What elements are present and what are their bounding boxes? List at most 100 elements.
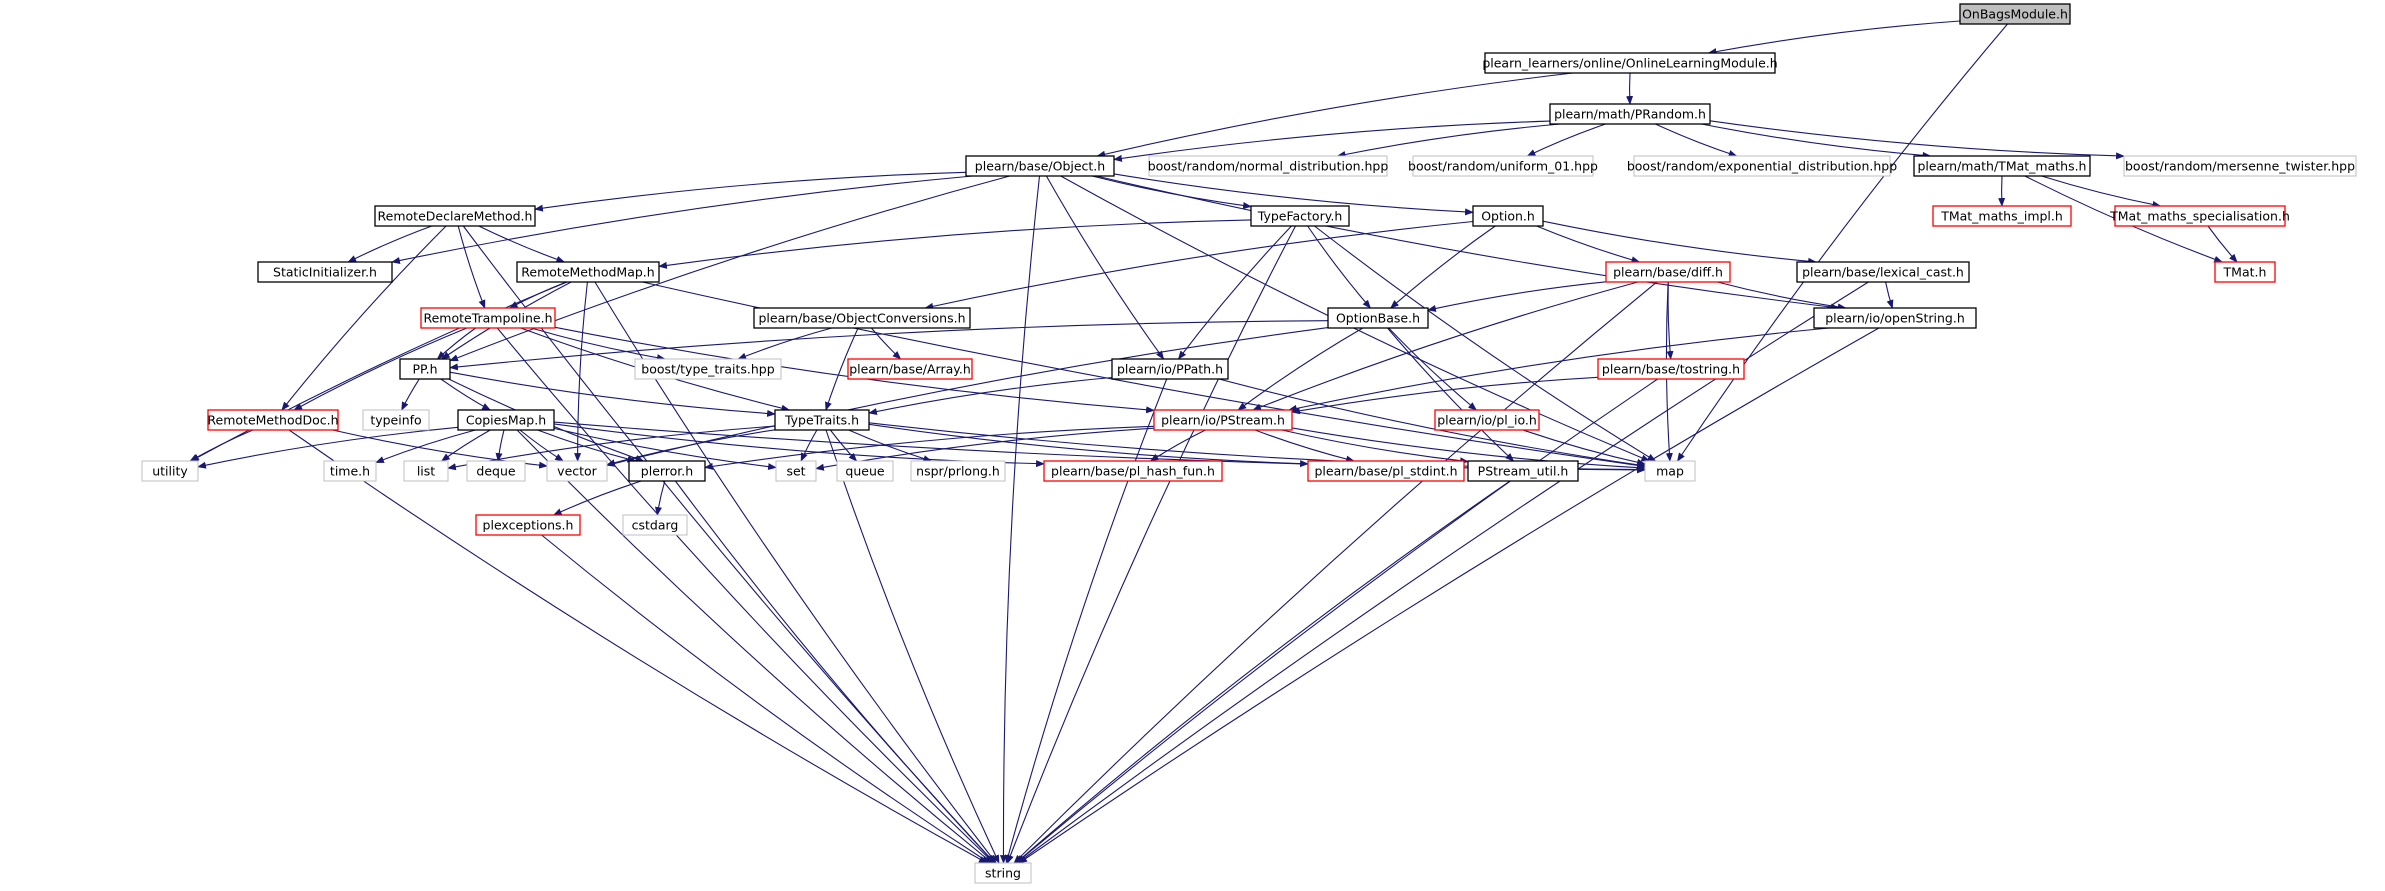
node-onbags[interactable]: OnBagsModule.h [1959, 3, 2071, 25]
node-staticinit[interactable]: StaticInitializer.h [257, 261, 393, 283]
node-prlong[interactable]: nspr/prlong.h [910, 460, 1006, 482]
node-box [1111, 358, 1229, 380]
node-copiesmap[interactable]: CopiesMap.h [457, 409, 555, 431]
node-typetraits[interactable]: TypeTraits.h [774, 409, 870, 431]
node-rdm[interactable]: RemoteDeclareMethod.h [374, 205, 536, 227]
node-map[interactable]: map [1644, 460, 1696, 482]
node-exp_dist[interactable]: boost/random/exponential_distribution.hp… [1627, 155, 1897, 177]
edge-copiesmap-to-utility [197, 426, 459, 469]
node-array[interactable]: plearn/base/Array.h [847, 358, 973, 380]
node-ppath[interactable]: plearn/io/PPath.h [1111, 358, 1229, 380]
node-pstream[interactable]: plearn/io/PStream.h [1153, 409, 1293, 431]
node-label: cstdarg [632, 518, 679, 533]
node-box [1813, 307, 1977, 329]
edge-pstream-to-stdint [1254, 429, 1355, 463]
node-option[interactable]: Option.h [1472, 205, 1544, 227]
node-label: PStream_util.h [1478, 464, 1569, 479]
node-time[interactable]: time.h [323, 460, 377, 482]
node-tmat_impl[interactable]: TMat_maths_impl.h [1932, 205, 2072, 227]
node-box [628, 460, 706, 482]
node-tmat_spec[interactable]: TMat_maths_specialisation.h [2109, 205, 2290, 227]
node-typetraits_hpp[interactable]: boost/type_traits.hpp [634, 358, 782, 380]
node-typefactory[interactable]: TypeFactory.h [1250, 205, 1350, 227]
node-mersenne[interactable]: boost/random/mersenne_twister.hpp [2123, 155, 2357, 177]
edge-tmat_maths-to-tmat_spec [2041, 175, 2162, 208]
node-utility[interactable]: utility [141, 460, 199, 482]
node-label: boost/random/mersenne_twister.hpp [2125, 159, 2355, 174]
node-label: nspr/prlong.h [916, 464, 1000, 479]
edge-pstreamutil-to-string [1015, 480, 1511, 864]
node-objconv[interactable]: plearn/base/ObjectConversions.h [753, 307, 971, 329]
node-queue[interactable]: queue [836, 460, 894, 482]
edge-option-to-optionbase [1390, 225, 1496, 309]
node-plerror[interactable]: plerror.h [628, 460, 706, 482]
node-diff[interactable]: plearn/base/diff.h [1605, 261, 1731, 283]
edge-optionbase-to-pstream [1237, 327, 1364, 411]
node-label: plearn/math/TMat_maths.h [1918, 159, 2087, 174]
node-cstdarg[interactable]: cstdarg [622, 514, 688, 536]
node-pp[interactable]: PP.h [399, 358, 451, 380]
node-box [1327, 307, 1429, 329]
node-typeinfo[interactable]: typeinfo [362, 409, 430, 431]
edge-plerror-to-plexceptions [552, 480, 642, 516]
node-label: TypeTraits.h [784, 413, 859, 428]
edge-object-to-option [1113, 173, 1474, 216]
node-normal_dist[interactable]: boost/random/normal_distribution.hpp [1148, 155, 1389, 177]
node-box [399, 358, 451, 380]
node-box [1153, 409, 1293, 431]
node-label: deque [476, 464, 515, 479]
edge-typefactory-to-rmm [658, 219, 1252, 269]
edge-typefactory-to-ppath [1177, 225, 1292, 360]
node-pstreamutil[interactable]: PStream_util.h [1467, 460, 1579, 482]
node-box [774, 409, 870, 431]
node-olm[interactable]: plearn_learners/online/OnlineLearningMod… [1482, 52, 1778, 74]
edge-openstring-to-string [1018, 327, 1880, 864]
node-plexceptions[interactable]: plexceptions.h [475, 514, 581, 536]
node-optionbase[interactable]: OptionBase.h [1327, 307, 1429, 329]
node-tmat[interactable]: TMat.h [2214, 261, 2276, 283]
node-label: plerror.h [641, 464, 693, 479]
node-openstring[interactable]: plearn/io/openString.h [1813, 307, 1977, 329]
node-vector[interactable]: vector [546, 460, 608, 482]
node-list[interactable]: list [403, 460, 449, 482]
edge-copiesmap-to-vector [519, 429, 564, 462]
node-deque[interactable]: deque [466, 460, 526, 482]
edge-copiesmap-to-time [375, 429, 476, 464]
edge-copiesmap-to-deque [495, 429, 505, 462]
node-lexcast[interactable]: plearn/base/lexical_cast.h [1796, 261, 1970, 283]
node-set[interactable]: set [775, 460, 817, 482]
edge-typetraits-to-set [800, 429, 818, 462]
node-hashfun[interactable]: plearn/base/pl_hash_fun.h [1043, 460, 1223, 482]
node-label: PP.h [412, 362, 437, 377]
node-rmdoc[interactable]: RemoteMethodDoc.h [207, 409, 339, 431]
edge-object-to-pp [449, 175, 1010, 362]
edge-rdm-to-rtramp [457, 225, 486, 309]
node-label: plearn/io/pl_io.h [1437, 413, 1537, 428]
node-object[interactable]: plearn/base/Object.h [965, 155, 1115, 177]
node-prandom[interactable]: plearn/math/PRandom.h [1549, 103, 1711, 125]
node-label: StaticInitializer.h [273, 265, 377, 280]
edge-typefactory-to-string [1006, 225, 1296, 864]
edge-pp-to-typetraits [449, 371, 776, 417]
node-string[interactable]: string [974, 862, 1032, 884]
edge-rmdoc-to-utility [189, 429, 254, 462]
node-rtramp[interactable]: RemoteTrampoline.h [420, 307, 556, 329]
node-label: plearn/base/lexical_cast.h [1802, 265, 1964, 280]
node-box [2114, 205, 2286, 227]
edge-rtramp-to-string [496, 327, 995, 864]
node-tostring[interactable]: plearn/base/tostring.h [1597, 358, 1745, 380]
node-label: plexceptions.h [483, 518, 574, 533]
node-box [1913, 155, 2091, 177]
edge-object-to-rdm [534, 171, 967, 212]
node-rmm[interactable]: RemoteMethodMap.h [516, 261, 660, 283]
node-stdint[interactable]: plearn/base/pl_stdint.h [1307, 460, 1465, 482]
node-uniform01[interactable]: boost/random/uniform_01.hpp [1408, 155, 1598, 177]
node-label: TypeFactory.h [1257, 209, 1343, 224]
node-label: plearn_learners/online/OnlineLearningMod… [1482, 56, 1777, 71]
node-tmat_maths[interactable]: plearn/math/TMat_maths.h [1913, 155, 2091, 177]
node-box [910, 460, 1006, 482]
node-box [634, 358, 782, 380]
node-pl_io[interactable]: plearn/io/pl_io.h [1434, 409, 1540, 431]
edge-optionbase-to-pp [449, 320, 1329, 371]
node-label: plearn/base/tostring.h [1602, 362, 1740, 377]
